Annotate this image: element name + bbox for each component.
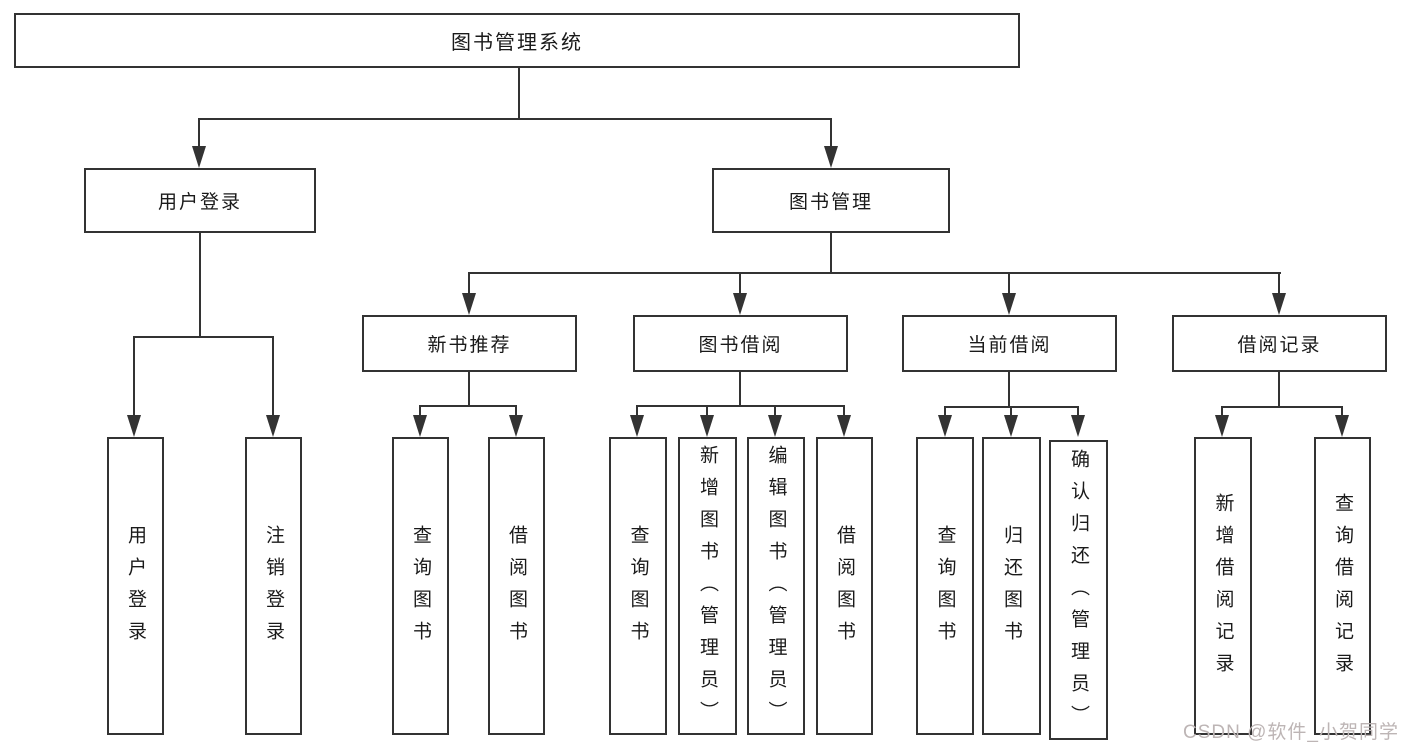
- leaf-return-books: 归还图书: [982, 437, 1041, 735]
- arrowhead-down-icon: [938, 415, 952, 437]
- arrowhead-down-icon: [824, 146, 838, 168]
- connector-stem: [843, 405, 845, 415]
- leaf-borrow-books-borrowing: 借阅图书: [816, 437, 873, 735]
- node-book-borrowing: 图书借阅: [633, 315, 848, 372]
- arrowhead-down-icon: [1335, 415, 1349, 437]
- arrowhead-down-icon: [462, 293, 476, 315]
- arrowhead-down-icon: [266, 415, 280, 437]
- connector-user-login-trunk: [199, 233, 201, 336]
- arrowhead-down-icon: [1215, 415, 1229, 437]
- leaf-add-borrow-record: 新增借阅记录: [1194, 437, 1252, 735]
- connector-trunk: [1008, 372, 1010, 406]
- connector-stem: [419, 405, 421, 415]
- leaf-confirm-return-admin: 确认归还（管理员）: [1049, 440, 1108, 740]
- node-book-management: 图书管理: [712, 168, 950, 233]
- arrowhead-down-icon: [509, 415, 523, 437]
- connector-stem: [944, 406, 946, 415]
- leaf-edit-books-admin: 编辑图书（管理员）: [747, 437, 805, 735]
- connector-stem: [468, 272, 470, 293]
- arrowhead-down-icon: [413, 415, 427, 437]
- connector-stem: [636, 405, 638, 415]
- arrowhead-down-icon: [127, 415, 141, 437]
- connector-stem: [1278, 272, 1280, 293]
- connector-trunk: [468, 372, 470, 405]
- connector-stem: [272, 336, 274, 415]
- leaf-borrow-books-recommend: 借阅图书: [488, 437, 545, 735]
- arrowhead-down-icon: [1004, 415, 1018, 437]
- connector-stem: [198, 118, 200, 146]
- leaf-query-books-borrowing: 查询图书: [609, 437, 667, 735]
- arrowhead-down-icon: [1272, 293, 1286, 315]
- connector-level1-hline: [198, 118, 832, 120]
- arrowhead-down-icon: [768, 415, 782, 437]
- connector-stem: [515, 405, 517, 415]
- connector-hline: [636, 405, 845, 407]
- connector-stem: [1341, 406, 1343, 415]
- arrowhead-down-icon: [733, 293, 747, 315]
- leaf-add-books-admin: 新增图书（管理员）: [678, 437, 737, 735]
- connector-stem: [830, 118, 832, 146]
- connector-trunk: [1278, 372, 1280, 406]
- connector-hline: [419, 405, 517, 407]
- connector-root-trunk: [518, 68, 520, 118]
- arrowhead-down-icon: [630, 415, 644, 437]
- node-user-login: 用户登录: [84, 168, 316, 233]
- csdn-watermark: CSDN @软件_小贺同学: [1183, 722, 1399, 743]
- arrowhead-down-icon: [837, 415, 851, 437]
- node-borrowing-records: 借阅记录: [1172, 315, 1387, 372]
- connector-stem: [1221, 406, 1223, 415]
- leaf-logout-login: 注销登录: [245, 437, 302, 735]
- node-library-management-system: 图书管理系统: [14, 13, 1020, 68]
- arrowhead-down-icon: [1071, 415, 1085, 437]
- connector-stem: [1010, 406, 1012, 415]
- arrowhead-down-icon: [1002, 293, 1016, 315]
- connector-stem: [706, 405, 708, 415]
- connector-stem: [739, 272, 741, 293]
- connector-hline: [1221, 406, 1343, 408]
- connector-stem: [1077, 406, 1079, 415]
- arrowhead-down-icon: [192, 146, 206, 168]
- connector-stem: [1008, 272, 1010, 293]
- connector-book-mgmt-trunk: [830, 233, 832, 272]
- connector-trunk: [739, 372, 741, 405]
- connector-stem: [133, 336, 135, 415]
- leaf-query-borrow-record: 查询借阅记录: [1314, 437, 1371, 735]
- node-new-book-recommendation: 新书推荐: [362, 315, 577, 372]
- arrowhead-down-icon: [700, 415, 714, 437]
- leaf-query-books-current: 查询图书: [916, 437, 974, 735]
- leaf-user-login: 用户登录: [107, 437, 164, 735]
- connector-user-login-hline: [133, 336, 274, 338]
- connector-level3-hline: [468, 272, 1281, 274]
- connector-stem: [774, 405, 776, 415]
- leaf-query-books-recommend: 查询图书: [392, 437, 449, 735]
- node-current-borrowing: 当前借阅: [902, 315, 1117, 372]
